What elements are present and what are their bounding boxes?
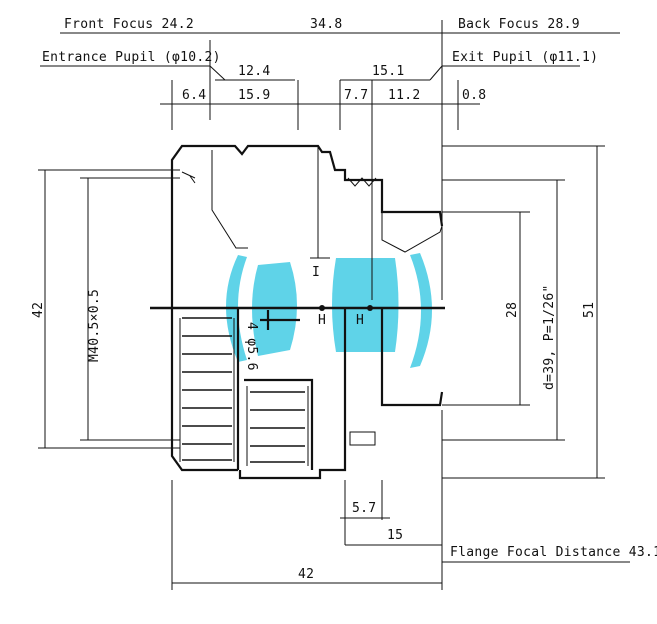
principal-point-rear <box>367 305 373 311</box>
bottom-dimensions: 5.7 15 Flange Focal Distance 43.1 42 <box>172 501 657 584</box>
top-dimensions: Front Focus 24.2 34.8 Back Focus 28.9 En… <box>40 17 620 105</box>
knurled-ring <box>170 308 314 472</box>
principal-point-front <box>319 305 325 311</box>
aperture-label: 4 φ5.6 <box>244 322 259 371</box>
total-dim-label: 34.8 <box>310 17 343 32</box>
reference-lines <box>171 20 459 590</box>
center-labels: 4 φ5.6 H H I <box>244 265 364 371</box>
flange-focal-label: Flange Focal Distance 43.1 <box>450 545 657 560</box>
thread-label: M40.5×0.5 <box>87 289 102 362</box>
mark-i: I <box>312 265 320 280</box>
dim-5-7: 5.7 <box>352 501 376 516</box>
dim-12-4: 12.4 <box>238 64 271 79</box>
exit-pupil-label: Exit Pupil (φ11.1) <box>452 50 598 65</box>
left-dimensions: 42 M40.5×0.5 <box>31 169 180 449</box>
dim-15-1: 15.1 <box>372 64 405 79</box>
filter-thread-label: d=39, P=1/26" <box>542 284 557 390</box>
bottom-dim-42: 42 <box>298 567 314 582</box>
entrance-pupil-label: Entrance Pupil (φ10.2) <box>42 50 221 65</box>
dim-7-7: 7.7 <box>344 88 368 103</box>
principal-plane-h1: H <box>318 313 326 328</box>
back-focus-label: Back Focus 28.9 <box>458 17 580 32</box>
dim-11-2: 11.2 <box>388 88 421 103</box>
barrel-outline <box>170 144 444 480</box>
dim-15-9: 15.9 <box>238 88 271 103</box>
rear-lens-element <box>410 253 432 368</box>
right-dim-28: 28 <box>505 302 520 318</box>
dim-6-4: 6.4 <box>182 88 206 103</box>
right-dimensions: 28 d=39, P=1/26" 51 <box>442 145 605 479</box>
left-dim-42: 42 <box>31 302 46 318</box>
right-dim-51: 51 <box>582 302 597 318</box>
dim-0-8: 0.8 <box>462 88 486 103</box>
dim-15: 15 <box>387 528 403 543</box>
principal-plane-h2: H <box>356 313 364 328</box>
front-focus-label: Front Focus 24.2 <box>64 17 194 32</box>
lens-group-3 <box>332 258 399 352</box>
